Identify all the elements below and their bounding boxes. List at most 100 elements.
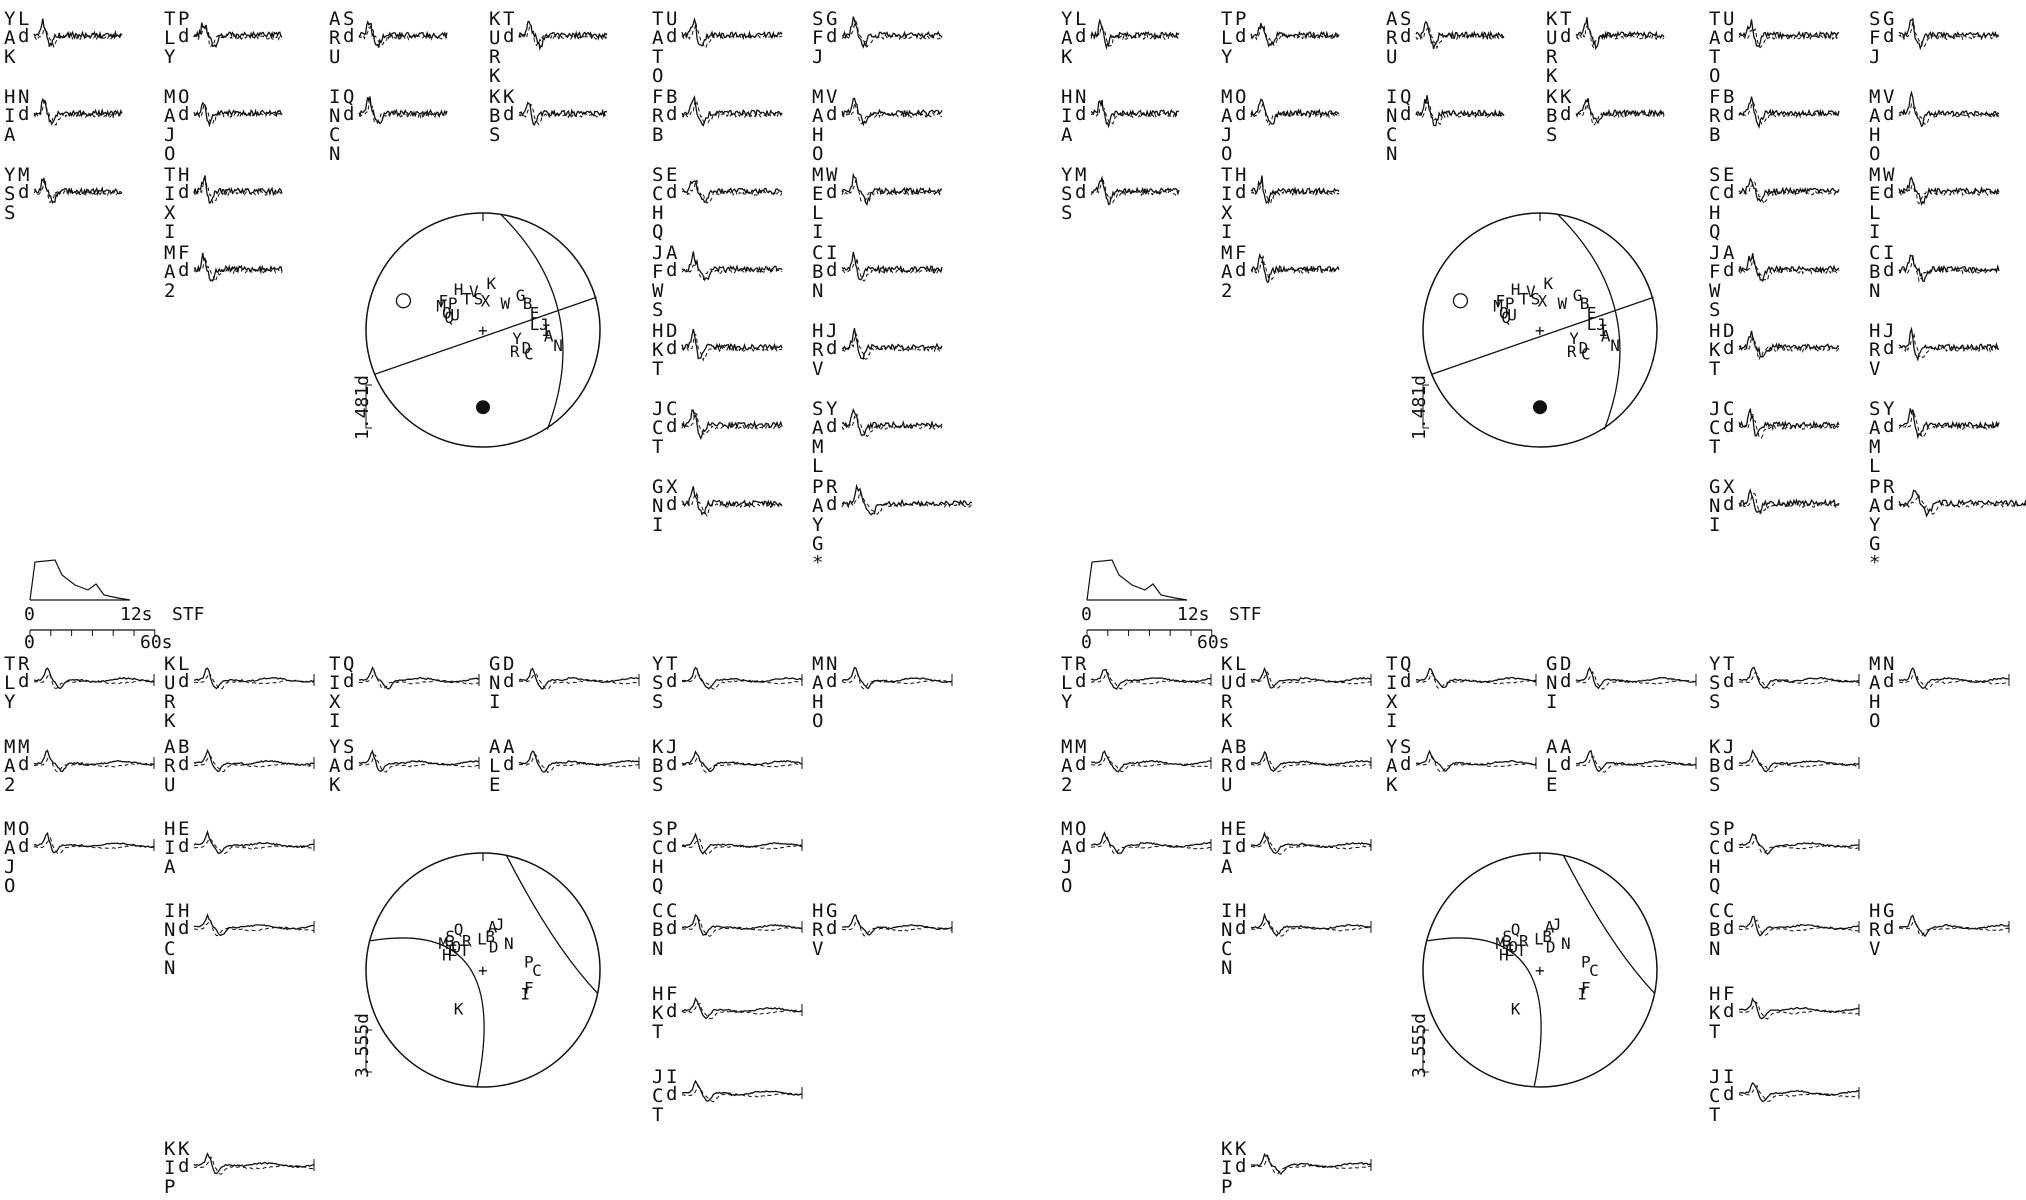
trace-unit: d: [666, 835, 677, 857]
trace-unit: d: [343, 103, 354, 125]
trace-unit: d: [1883, 259, 1894, 281]
station-letter: M: [1061, 736, 1072, 758]
station-letter: J: [1061, 856, 1072, 878]
observed-waveform: [1250, 252, 1340, 284]
station-letter: E: [812, 183, 823, 205]
trace-unit: d: [503, 670, 514, 692]
observed-waveform: [33, 18, 123, 48]
station-letter: K: [164, 653, 176, 675]
beachball-station-label: D: [489, 937, 499, 956]
trace-unit: d: [1235, 753, 1246, 775]
synthetic-waveform: [1575, 670, 1697, 690]
beachball-station-label: E: [1587, 303, 1597, 322]
sh-nodal-line-1: [1562, 855, 1656, 994]
trace-unit: d: [826, 917, 837, 939]
station-letter: A: [1386, 755, 1398, 777]
observed-waveform: [1250, 22, 1340, 48]
trace-unit: d: [1560, 670, 1571, 692]
station-letter: N: [1221, 919, 1232, 941]
solution-panel-1: YAKLdHIANdYSSMdTLYPdMAJOOdTIXIHdMA2FdARU…: [4, 8, 973, 1198]
station-letter: V: [812, 358, 823, 380]
beachball-station-label: Q: [1511, 920, 1521, 939]
trace-unit: d: [178, 259, 189, 281]
station-letter: B: [489, 105, 500, 127]
trace-label: B: [1723, 86, 1734, 108]
observed-waveform: [1898, 914, 2010, 938]
station-letter: R: [1386, 27, 1398, 49]
station-letter: M: [1869, 436, 1880, 458]
trace-unit: d: [826, 181, 837, 203]
trace-label: U: [666, 8, 677, 30]
station-letter: U: [164, 672, 175, 694]
station-letter: G: [652, 476, 663, 498]
station-letter: V: [812, 938, 823, 960]
station-letter: K: [164, 710, 176, 732]
beachball-station-label: T: [1517, 941, 1527, 960]
trace-unit: d: [666, 1000, 677, 1022]
beachball-station-label: O: [1499, 303, 1509, 322]
trace-unit: d: [1400, 25, 1411, 47]
station-letter: G: [1709, 476, 1720, 498]
observed-waveform: [358, 96, 448, 125]
station-letter: A: [1221, 856, 1233, 878]
trace-label: S: [343, 8, 354, 30]
trace-label: I: [666, 1066, 677, 1088]
station-letter: I: [1221, 837, 1232, 859]
trace-label: B: [178, 736, 189, 758]
station-letter: C: [652, 900, 663, 922]
trace-unit: d: [178, 103, 189, 125]
observed-waveform: [1251, 1152, 1372, 1175]
station-letter: S: [652, 691, 663, 713]
trace-unit: d: [1075, 835, 1086, 857]
beachball-station-label: S: [1531, 289, 1541, 308]
synthetic-waveform: [518, 754, 640, 773]
station-letter: L: [1869, 455, 1880, 477]
station-letter: Q: [652, 221, 663, 243]
trace-unit: d: [666, 25, 677, 47]
observed-waveform: [1090, 100, 1180, 129]
station-letter: T: [1386, 653, 1397, 675]
station-letter: 2: [1221, 280, 1232, 302]
trace-label: D: [666, 320, 677, 342]
trace-unit: d: [1723, 753, 1734, 775]
station-letter: P: [1869, 476, 1880, 498]
station-letter: T: [329, 653, 340, 675]
station-letter: I: [164, 221, 175, 243]
station-letter: J: [652, 1066, 663, 1088]
observed-waveform: [1738, 749, 1860, 773]
observed-waveform: [681, 666, 803, 690]
station-letter: A: [1869, 495, 1881, 517]
station-letter: C: [1709, 900, 1720, 922]
station-letter: R: [1221, 755, 1233, 777]
trace-label: O: [178, 86, 189, 108]
beachball-station-label: B: [523, 294, 533, 313]
trace-label: P: [666, 818, 677, 840]
station-letter: M: [164, 86, 175, 108]
station-letter: B: [1709, 124, 1720, 146]
trace-label: D: [1723, 320, 1734, 342]
observed-waveform: [193, 101, 283, 128]
trace-label: R: [1883, 476, 1895, 498]
beachball-station-label: R: [1567, 342, 1577, 361]
station-letter: M: [164, 242, 175, 264]
trace-unit: d: [1883, 181, 1894, 203]
synthetic-waveform: [1250, 835, 1372, 855]
beachball-station-label: A: [544, 327, 554, 346]
trace-label: F: [178, 242, 189, 264]
trace-label: C: [1723, 398, 1734, 420]
observed-waveform: [34, 831, 155, 854]
synthetic-waveform: [841, 102, 943, 125]
center-cross: +: [478, 321, 488, 340]
trace-unit: d: [178, 25, 189, 47]
station-letter: A: [4, 27, 16, 49]
station-letter: T: [164, 164, 175, 186]
synthetic-waveform: [193, 1156, 315, 1175]
synthetic-waveform: [841, 179, 943, 203]
trace-unit: d: [1560, 753, 1571, 775]
trace-unit: d: [1075, 181, 1086, 203]
observed-waveform: [841, 483, 973, 516]
p-axis-symbol: [476, 400, 490, 415]
beachball-station-label: W: [501, 294, 511, 313]
beachball-station-label: O: [1508, 937, 1518, 956]
station-letter: N: [164, 919, 175, 941]
